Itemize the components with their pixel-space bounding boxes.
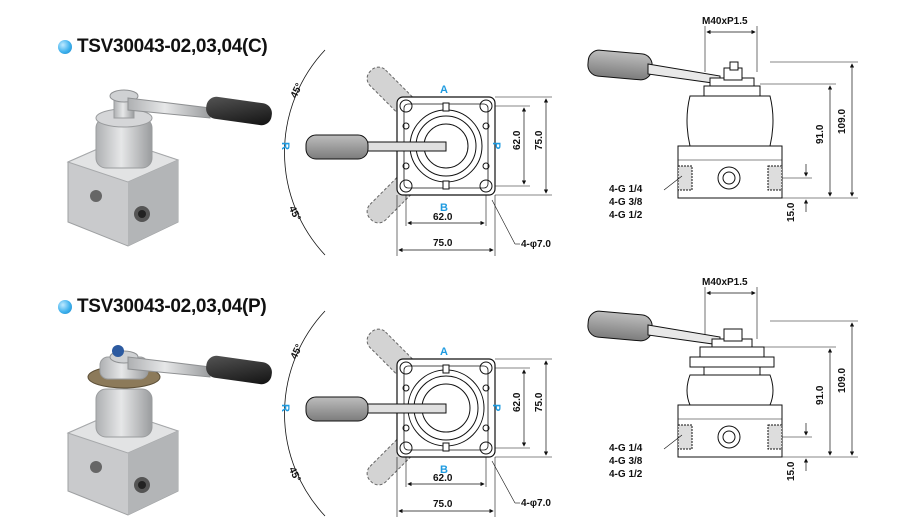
dim-g3: 4-G 1/2 <box>609 469 643 480</box>
dim-g2: 4-G 3/8 <box>609 456 643 467</box>
port-b: B <box>440 202 448 214</box>
dim-thread: M40xP1.5 <box>702 277 748 288</box>
dim-holes: 4-φ7.0 <box>521 498 551 509</box>
port-p: P <box>490 142 502 149</box>
dim-h91: 91.0 <box>815 385 826 405</box>
drawing-p: 45° 45° A B R <box>66 277 858 517</box>
bullet-icon <box>58 40 72 54</box>
valve-photo <box>66 345 272 516</box>
dim-h109: 109.0 <box>837 109 848 134</box>
angle-bottom: 45° <box>286 204 302 222</box>
port-b: B <box>440 464 448 476</box>
section-c: TSV30043-02,03,04(C) <box>0 0 907 264</box>
port-r: R <box>279 404 291 412</box>
dim-h109: 109.0 <box>837 368 848 393</box>
angle-top: 45° <box>289 343 305 361</box>
model-title: TSV30043-02,03,04(C) <box>58 36 268 58</box>
port-r: R <box>279 142 291 150</box>
drawing-c: 45° 45° <box>66 16 858 256</box>
dim-outer-v: 75.0 <box>534 392 545 412</box>
dim-g3: 4-G 1/2 <box>609 210 643 221</box>
dim-outer-h: 75.0 <box>433 499 453 510</box>
angle-bottom: 45° <box>286 465 302 483</box>
bullet-icon <box>58 300 72 314</box>
port-p: P <box>490 404 502 411</box>
side-view: M40xP1.5 91.0 109.0 15.0 <box>587 16 858 222</box>
model-title-text: TSV30043-02,03,04(P) <box>77 296 267 317</box>
dim-thread: M40xP1.5 <box>702 16 748 27</box>
model-title: TSV30043-02,03,04(P) <box>58 296 267 318</box>
dim-h91: 91.0 <box>815 124 826 144</box>
valve-photo <box>66 89 272 247</box>
top-view: 45° 45° A B R <box>279 310 552 517</box>
dim-h15: 15.0 <box>786 202 797 222</box>
dim-inner-h: 62.0 <box>433 212 453 223</box>
top-view: 45° 45° <box>279 49 552 256</box>
dim-inner-v: 62.0 <box>512 130 523 150</box>
section-p: TSV30043-02,03,04(P) <box>0 265 907 529</box>
model-title-text: TSV30043-02,03,04(C) <box>77 36 268 57</box>
side-view: M40xP1.5 91.0 109.0 15.0 <box>587 277 858 481</box>
dim-inner-v: 62.0 <box>512 392 523 412</box>
dim-outer-v: 75.0 <box>534 130 545 150</box>
dim-h15: 15.0 <box>786 461 797 481</box>
dim-inner-h: 62.0 <box>433 473 453 484</box>
dim-g1: 4-G 1/4 <box>609 184 643 195</box>
dim-g1: 4-G 1/4 <box>609 443 643 454</box>
dim-g2: 4-G 3/8 <box>609 197 643 208</box>
dim-holes: 4-φ7.0 <box>521 239 551 250</box>
port-a: A <box>440 84 448 96</box>
angle-top: 45° <box>289 82 305 100</box>
port-a: A <box>440 346 448 358</box>
dim-outer-h: 75.0 <box>433 238 453 249</box>
